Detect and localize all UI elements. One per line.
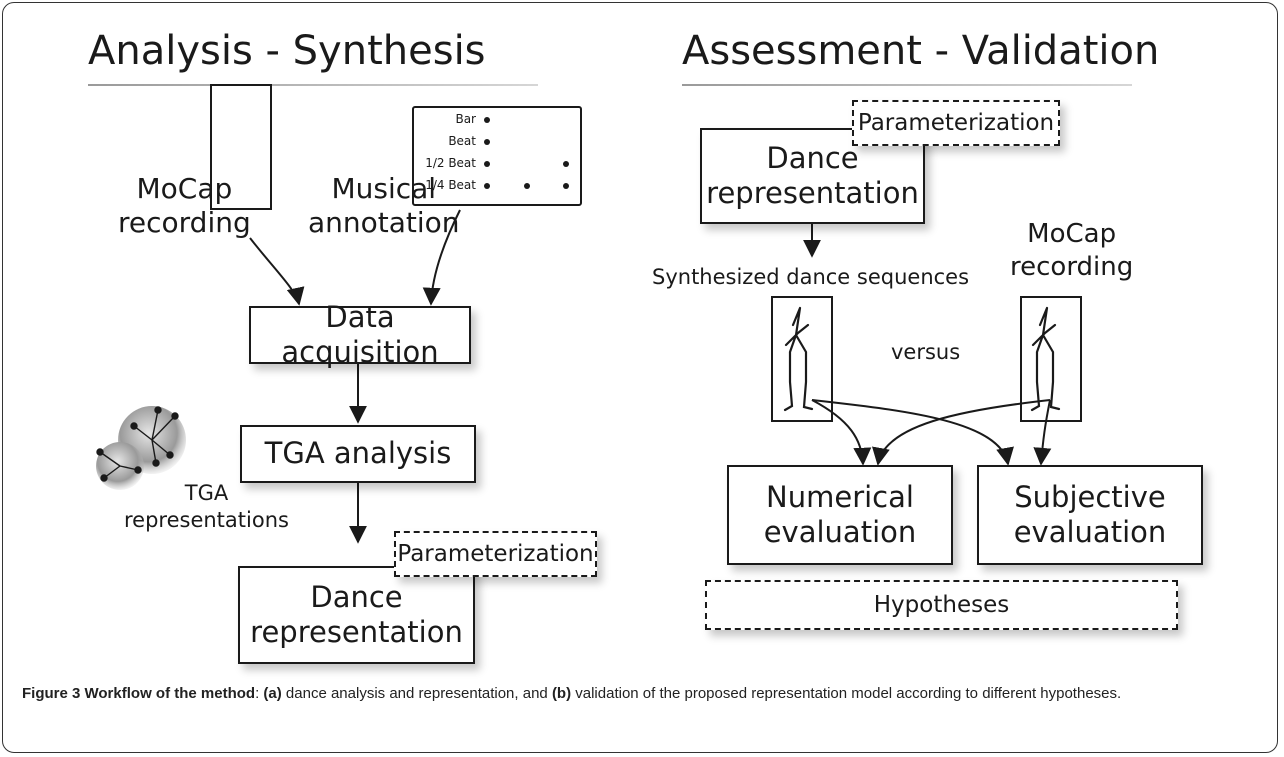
musical-beat-dots <box>484 117 569 189</box>
left-heading-rule <box>88 84 538 86</box>
mocap-right-line2: recording <box>1010 251 1134 282</box>
versus-label: versus <box>891 340 961 364</box>
mocap-right-line1: MoCap <box>1027 219 1117 249</box>
parameterization-node-right: Parameterization <box>852 100 1060 146</box>
mocap-recording-label-right: MoCap recording <box>1010 218 1133 283</box>
stick-figure-synthesized <box>783 306 814 412</box>
subjective-line1: Subjective <box>1014 479 1166 514</box>
caption-a-text: dance analysis and representation, and <box>281 685 552 702</box>
dance-representation-node-right: Dance representation <box>700 128 925 224</box>
left-heading: Analysis - Synthesis <box>88 28 486 74</box>
musical-row-bar: Bar <box>455 112 476 126</box>
right-heading: Assessment - Validation <box>682 28 1160 74</box>
mocap-figure-box-right <box>1020 296 1082 422</box>
parameterization-node-left: Parameterization <box>394 531 597 577</box>
mocap-figure-box <box>210 84 272 210</box>
dance-rep-right-line1: Dance <box>766 140 859 175</box>
numerical-line2: evaluation <box>763 515 917 549</box>
caption-label: Figure 3 Workflow of the method <box>22 685 256 702</box>
caption-a-marker: (a) <box>263 685 282 702</box>
caption-b-text: validation of the proposed representatio… <box>571 685 1122 702</box>
musical-row-half-beat: 1/2 Beat <box>425 156 476 170</box>
tga-representations-icon <box>96 406 186 490</box>
tga-label-line2: representations <box>124 508 289 533</box>
dance-rep-right-line2: representation <box>706 176 919 210</box>
arrow-mocap-to-subjective <box>1033 399 1052 466</box>
musical-label-line2: annotation <box>308 205 460 239</box>
mocap-label-line1: MoCap <box>136 172 233 205</box>
tga-representations-label: TGA representations <box>124 480 289 535</box>
synthesized-figure-box <box>771 296 833 422</box>
subjective-line2: evaluation <box>1013 515 1167 549</box>
dance-rep-left-line2: representation <box>250 615 463 649</box>
tga-analysis-node: TGA analysis <box>240 425 476 483</box>
musical-annotation-label: Musical annotation <box>308 172 460 239</box>
hypotheses-node: Hypotheses <box>705 580 1178 630</box>
musical-label-line1: Musical <box>331 172 437 205</box>
mocap-recording-label: MoCap recording <box>118 172 251 239</box>
numerical-line1: Numerical <box>766 479 914 514</box>
stick-figure-mocap-right <box>1030 306 1061 412</box>
arrow-mocap-to-numerical <box>872 399 1051 466</box>
musical-annotation-box <box>412 106 582 206</box>
dance-rep-left-line1: Dance <box>310 579 403 614</box>
caption-b-marker: (b) <box>551 685 572 702</box>
arrow-mocap-to-data <box>249 237 305 306</box>
numerical-evaluation-node: Numerical evaluation <box>727 465 953 565</box>
subjective-evaluation-node: Subjective evaluation <box>977 465 1203 565</box>
synthesized-sequences-label: Synthesized dance sequences <box>652 265 970 289</box>
mocap-label-line2: recording <box>118 205 251 239</box>
dance-representation-node-left: Dance representation <box>238 566 475 664</box>
data-acquisition-node: Data acquisition <box>249 300 471 369</box>
musical-row-quarter-beat: 1/4 Beat <box>425 178 476 192</box>
tga-label-line1: TGA <box>184 481 229 505</box>
arrow-musical-to-data <box>422 209 461 306</box>
right-heading-rule <box>682 84 1132 86</box>
musical-row-beat: Beat <box>448 134 476 148</box>
figure-caption: Figure 3 Workflow of the method: (a) dan… <box>22 685 1122 702</box>
arrow-synth-to-numerical <box>811 399 872 466</box>
